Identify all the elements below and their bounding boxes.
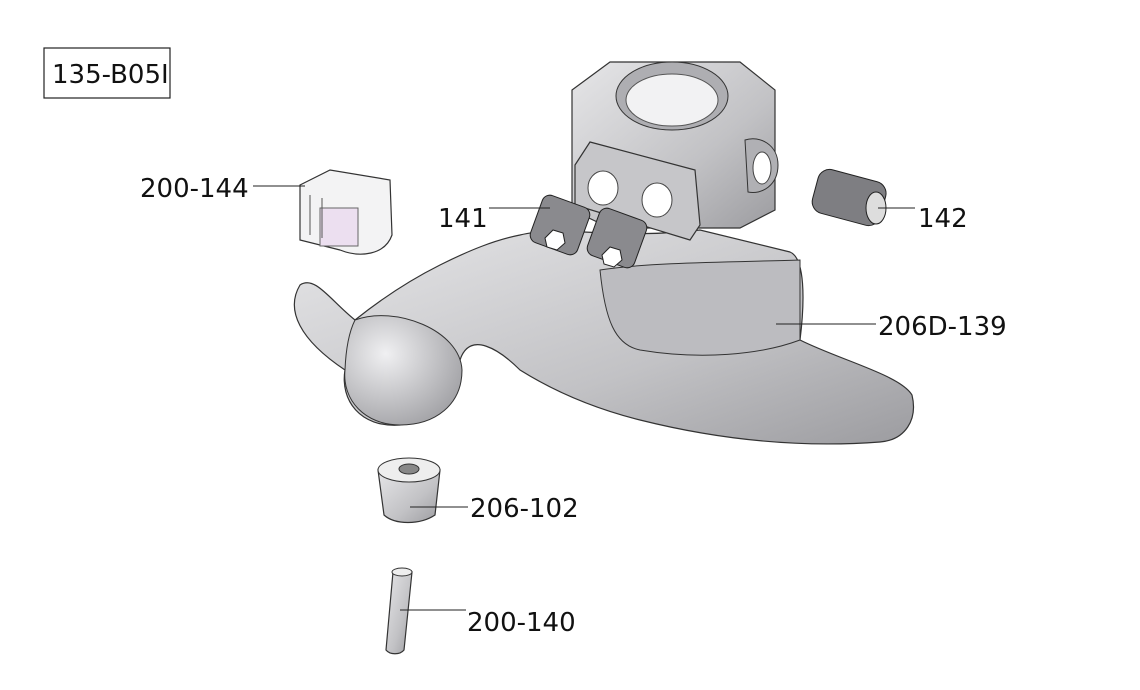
part-200-140-pin	[385, 567, 413, 655]
part-200-144-insert	[299, 169, 393, 255]
part-label-142: 142	[918, 204, 968, 234]
assembly-id-box: 135-B05I	[43, 47, 171, 99]
part-label-206-102: 206-102	[470, 494, 579, 524]
part-label-200-144: 200-144	[140, 174, 249, 204]
part-label-200-140: 200-140	[467, 608, 576, 638]
part-141-set-screws	[529, 194, 648, 269]
leader-lines	[253, 185, 915, 611]
assembly-id-label: 135-B05I	[52, 60, 169, 90]
part-206D-139-body	[293, 61, 914, 445]
part-206-102-bushing	[377, 457, 441, 524]
part-142-set-screw	[811, 168, 887, 227]
part-label-141: 141	[438, 204, 488, 234]
part-label-206D-139: 206D-139	[878, 312, 1007, 342]
